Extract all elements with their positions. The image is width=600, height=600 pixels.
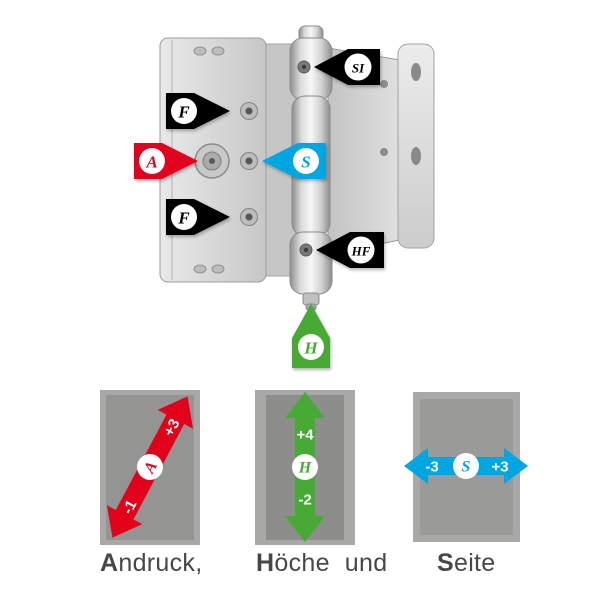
andruck-badge	[137, 454, 163, 480]
label-tag-a: A	[134, 143, 198, 179]
hinge-illustration: F F A S SI HF	[134, 25, 435, 368]
caption-hoehe-rest: öche	[274, 549, 330, 577]
hf-badge	[347, 236, 375, 264]
andruck-max-value: +3	[160, 416, 183, 439]
hinge-right-flange	[397, 43, 435, 249]
f-top-label: F	[177, 103, 190, 122]
si-badge	[344, 53, 372, 81]
label-tag-h: H	[292, 304, 330, 368]
plate-hole	[193, 46, 207, 56]
f-top-badge	[171, 98, 197, 124]
label-tag-si: SI	[314, 49, 380, 85]
si-label: SI	[352, 61, 365, 76]
label-tag-f-bottom: F	[166, 199, 230, 235]
f-bottom-badge	[171, 204, 197, 230]
label-tag-s: S	[262, 143, 326, 179]
s-label: S	[301, 153, 310, 172]
caption-andruck-rest: ndruck,	[118, 549, 203, 577]
hoehe-letter: H	[298, 460, 312, 477]
flange-hole	[411, 147, 421, 165]
face-hole	[380, 148, 388, 156]
caption-seite-initial: S	[437, 549, 454, 577]
flange-hole	[411, 63, 421, 81]
caption-seite: Seite	[437, 549, 496, 578]
fixing-screw-top	[240, 102, 258, 120]
side-adjuster-screw	[240, 152, 258, 170]
a-label: A	[145, 153, 157, 172]
barrel-bottom-knuckle	[289, 231, 333, 295]
label-tag-f-top: F	[166, 93, 230, 129]
plate-hole	[193, 264, 207, 274]
adjustment-diagrams: -1 A +3 +4 H -2 -3	[100, 390, 528, 545]
diagram-seite: -3 S +3	[404, 392, 528, 542]
caption-hoehe-initial: H	[256, 549, 275, 577]
caption-andruck-initial: A	[100, 549, 119, 577]
seite-letter: S	[462, 459, 471, 476]
height-adjuster-stud	[302, 292, 320, 306]
diagram-hoehe: +4 H -2	[255, 390, 355, 545]
hoehe-min-value: -2	[298, 492, 311, 509]
hf-label: HF	[351, 244, 371, 259]
a-badge	[139, 148, 165, 174]
face-hole	[380, 80, 388, 88]
caption-seite-rest: eite	[453, 549, 496, 577]
hoehe-max-value: +4	[296, 427, 314, 444]
h-badge	[298, 334, 324, 360]
safety-screw	[297, 60, 311, 74]
label-tag-hf: HF	[316, 232, 384, 268]
height-fixing-screw	[299, 243, 313, 257]
seite-min-value: -3	[425, 459, 438, 476]
s-badge	[293, 148, 319, 174]
caption-andruck: Andruck,	[100, 549, 202, 578]
plate-hole	[211, 264, 225, 274]
seite-max-value: +3	[491, 459, 508, 476]
hoehe-badge	[292, 454, 318, 480]
pressure-adjuster-screw	[194, 143, 230, 179]
diagram-andruck: -1 A +3	[100, 390, 200, 545]
f-bottom-label: F	[177, 209, 190, 228]
caption-und: und	[344, 549, 388, 577]
seite-badge	[453, 453, 479, 479]
fixing-screw-bottom	[240, 208, 258, 226]
h-label: H	[303, 339, 318, 358]
plate-hole	[211, 46, 225, 56]
